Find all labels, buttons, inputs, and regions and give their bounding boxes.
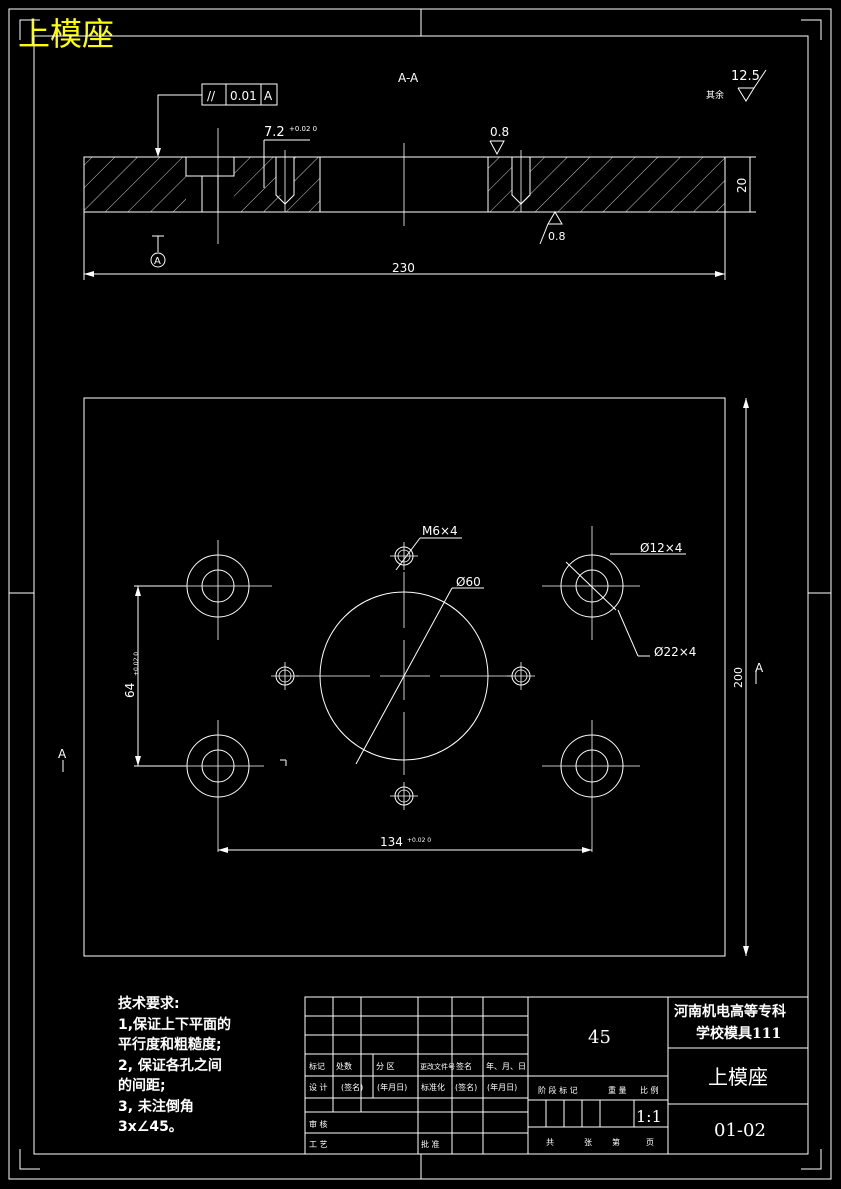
tech-line: 1,保证上下平面的 [118,1016,232,1033]
process-label: 工 艺 [309,1140,328,1149]
roughness-general-symbol: 12.5 其余 [706,69,767,102]
sheet-unit2: 页 [646,1138,654,1147]
drawing-number: 01-02 [714,1120,766,1141]
hole-60-label: Ø60 [456,575,481,589]
design-label: 设 计 [309,1082,328,1092]
hole-22-label: Ø22×4 [654,645,696,659]
sheet-total: 共 [546,1138,554,1147]
datum-ref: A [264,89,273,103]
small-holes [271,537,535,810]
tech-requirements: 技术要求: 1,保证上下平面的 平行度和粗糙度; 2, 保证各孔之间 的间距; … [118,994,231,1138]
school-line2: 学校模具111 [696,1025,781,1042]
plate-outline [83,397,726,957]
hdr-sign: 签名 [456,1061,472,1071]
hole-m6-label: M6×4 [422,524,458,538]
roughness-top: 0.8 [490,125,509,139]
tech-line: 2, 保证各孔之间 [118,1057,222,1074]
material: 45 [588,1027,611,1048]
weight-label: 重 量 [608,1085,627,1095]
section-label: A-A [398,71,419,85]
parallel-icon: // [207,89,216,103]
dim-vertical-tol: +0.02 0 [133,652,140,676]
school-line1: 河南机电高等专科 [674,1003,786,1020]
section-body [83,128,726,244]
center-hole [296,572,512,775]
tech-heading: 技术要求: [118,996,180,1012]
section-mark-right: A [755,661,764,684]
svg-text:A: A [154,256,161,267]
svg-text:A: A [755,661,764,675]
dim-horizontal-tol: +0.02 0 [407,837,431,844]
approve-label: 批 准 [421,1139,440,1149]
hole-12-label: Ø12×4 [640,541,682,555]
hdr-change-doc: 更改文件号 [420,1062,455,1071]
design-sign: (签名) [341,1082,363,1092]
thickness-dim: 20 [735,178,749,193]
counterbore-dim: 7.2 [264,125,285,140]
tech-line: 的间距; [118,1078,166,1094]
standard-date: (年月日) [487,1082,517,1092]
scale-label: 比 例 [640,1085,659,1095]
title-block [304,996,809,1155]
hdr-count: 处数 [336,1061,352,1071]
counterbore-tol: +0.02 0 [289,125,317,133]
tech-line: 平行度和粗糙度; [118,1037,222,1053]
dim-horizontal: 134 [380,835,403,849]
roughness-general-value: 12.5 [731,69,760,84]
roughness-prefix: 其余 [706,89,724,101]
standard-label: 标准化 [421,1082,445,1092]
tolerance-value: 0.01 [230,89,257,103]
roughness-bottom: 0.8 [548,230,566,243]
outer-frame [8,8,832,1180]
review-label: 审 核 [309,1119,328,1129]
sheet-unit1: 张 [584,1138,592,1147]
tech-line: 3, 未注倒角 [118,1098,194,1115]
svg-text:A: A [58,747,67,761]
width-dim: 200 [732,667,745,688]
sheet-no: 第 [612,1137,620,1147]
part-name: 上模座 [708,1065,768,1089]
parallelism-frame: // 0.01 A [155,83,278,157]
hdr-zone: 分 区 [376,1062,395,1071]
scale: 1:1 [636,1107,662,1126]
hdr-mark: 标记 [309,1061,325,1071]
tech-line: 3x∠45。 [118,1119,183,1135]
length-dim: 230 [392,261,415,275]
design-date: (年月日) [377,1082,407,1092]
section-mark-left: A [58,747,67,772]
dim-vertical: 64 [123,683,137,698]
hdr-date: 年、月、日 [486,1061,526,1071]
stage-label: 阶 段 标 记 [538,1085,578,1095]
datum-symbol: A [150,235,166,268]
standard-sign: (签名) [455,1082,477,1092]
corner-marks [9,9,831,1179]
